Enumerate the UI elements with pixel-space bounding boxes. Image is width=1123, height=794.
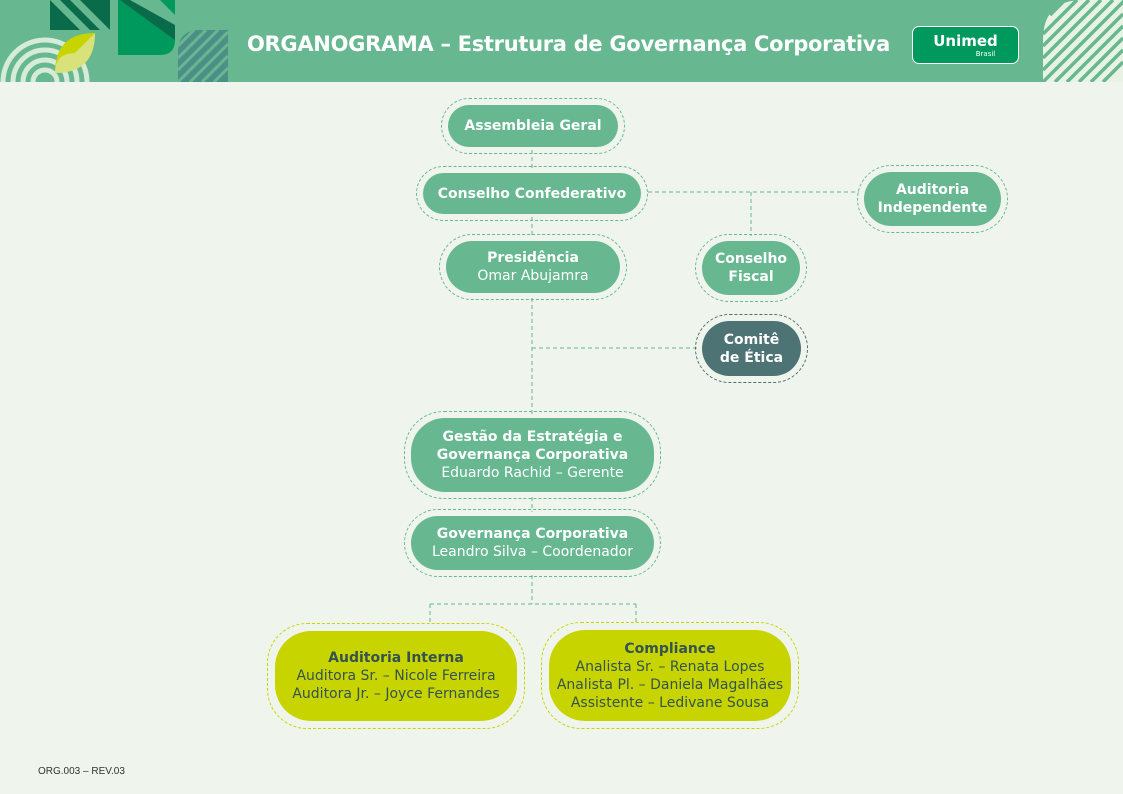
node-title-line1: Gestão da Estratégia e <box>442 429 623 445</box>
node-person-2: Analista Pl. – Daniela Magalhães <box>556 676 784 693</box>
node-person-3: Assistente – Ledivane Sousa <box>570 694 770 711</box>
node-title-line2: Governança Corporativa <box>436 447 629 463</box>
node-person-1: Analista Sr. – Renata Lopes <box>575 658 765 675</box>
node-person: Eduardo Rachid – Gerente <box>441 465 624 481</box>
node-title: Assembleia Geral <box>464 118 602 134</box>
header-banner: ORGANOGRAMA – Estrutura de Governança Co… <box>0 0 1123 82</box>
node-title: Auditoria Interna <box>328 650 464 666</box>
node-title: Governança Corporativa <box>436 526 629 542</box>
page-title: ORGANOGRAMA – Estrutura de Governança Co… <box>247 32 891 56</box>
node-title-line2: de Ética <box>719 349 784 366</box>
node-title-line2: Fiscal <box>728 269 774 285</box>
node-person-2: Auditora Jr. – Joyce Fernandes <box>292 686 500 702</box>
unimed-logo: Unimed Brasil <box>912 26 1019 64</box>
node-governanca-corporativa: Governança Corporativa Leandro Silva – C… <box>404 509 661 577</box>
hatch-decor-icon <box>176 28 230 82</box>
right-decor-hatch-icon <box>1041 0 1123 82</box>
node-conselho-fiscal: Conselho Fiscal <box>695 234 807 302</box>
node-person: Omar Abujamra <box>477 268 589 284</box>
node-person-1: Auditora Sr. – Nicole Ferreira <box>296 668 496 684</box>
node-assembleia-geral: Assembleia Geral <box>441 98 625 154</box>
node-title-line1: Comitê <box>723 331 780 348</box>
logo-subtitle: Brasil <box>975 50 996 58</box>
node-conselho-confederativo: Conselho Confederativo <box>416 166 648 221</box>
node-comite-etica: Comitê de Ética <box>695 314 808 383</box>
node-title: Compliance <box>624 640 716 657</box>
node-presidencia: Presidência Omar Abujamra <box>439 234 627 300</box>
header-decoration <box>0 0 1123 82</box>
node-title-line1: Auditoria <box>895 182 970 198</box>
node-compliance: Compliance Analista Sr. – Renata Lopes A… <box>541 622 799 729</box>
document-code: ORG.003 – REV.03 <box>38 766 125 777</box>
node-title-line2: Independente <box>877 200 988 216</box>
node-title: Conselho Confederativo <box>437 185 627 202</box>
left-decor-arcs-icon <box>0 37 90 82</box>
node-title: Presidência <box>487 250 579 266</box>
node-auditoria-independente: Auditoria Independente <box>857 165 1008 233</box>
logo-wordmark: Unimed <box>933 32 998 50</box>
node-gestao-estrategia: Gestão da Estratégia e Governança Corpor… <box>404 411 661 499</box>
node-auditoria-interna: Auditoria Interna Auditora Sr. – Nicole … <box>267 623 525 729</box>
node-title-line1: Conselho <box>714 251 788 267</box>
node-person: Leandro Silva – Coordenador <box>432 544 633 560</box>
